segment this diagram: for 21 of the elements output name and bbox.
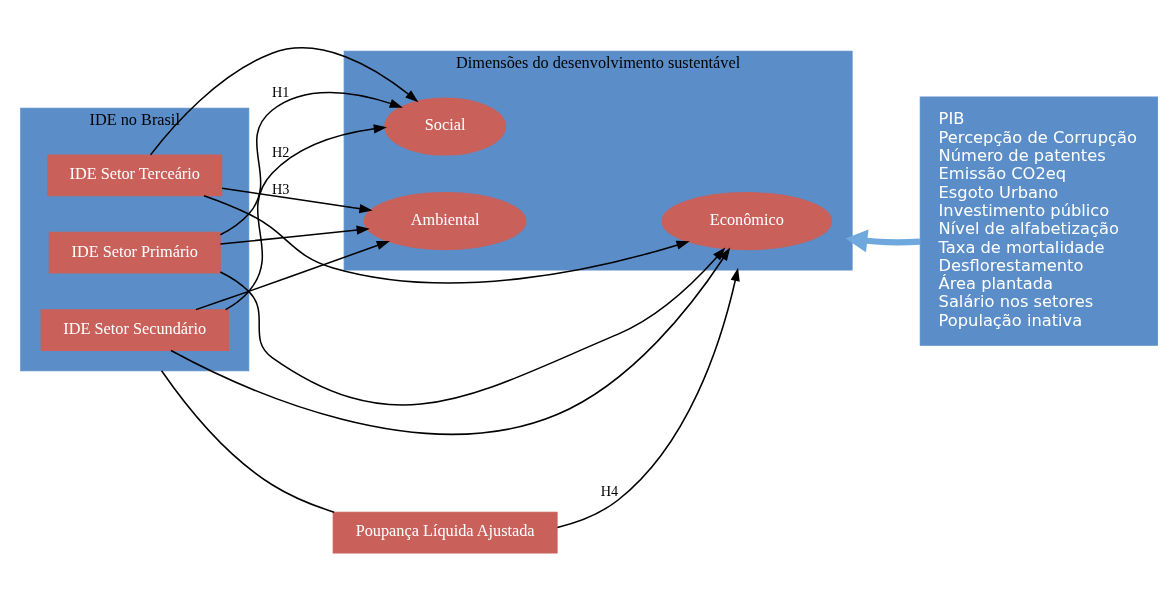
- arrow: [219, 247, 726, 406]
- edge-label: H4: [600, 483, 619, 500]
- node-box: IDE Setor Primário: [48, 231, 221, 274]
- edge-label: H2: [272, 144, 290, 161]
- arrow: [170, 247, 731, 436]
- node-box: Poupança Líquida Ajustada: [332, 511, 558, 554]
- arrow: [149, 47, 419, 156]
- arrow: [219, 225, 370, 245]
- node-box: IDE Setor Terceário: [47, 154, 223, 197]
- node-box: PIB Percepção de Corrupção Número de patentes Emissão CO2eq Esgoto Urbano Investimento público Nível de alfabetização Taxa de mortalidade Desflorestamento Área plantada Salário nos setores População inativa: [919, 96, 1158, 346]
- arrow: [556, 267, 740, 529]
- arrow: [203, 195, 690, 284]
- arrow: [219, 91, 403, 236]
- arrow: [845, 229, 921, 253]
- edge-label: H1: [272, 84, 290, 101]
- connector: [160, 370, 335, 513]
- arrow: [195, 240, 390, 311]
- node-box: IDE Setor Secundário: [40, 309, 229, 351]
- arrow: [224, 124, 387, 311]
- arrow: [221, 187, 373, 214]
- edge-label: H3: [272, 180, 290, 197]
